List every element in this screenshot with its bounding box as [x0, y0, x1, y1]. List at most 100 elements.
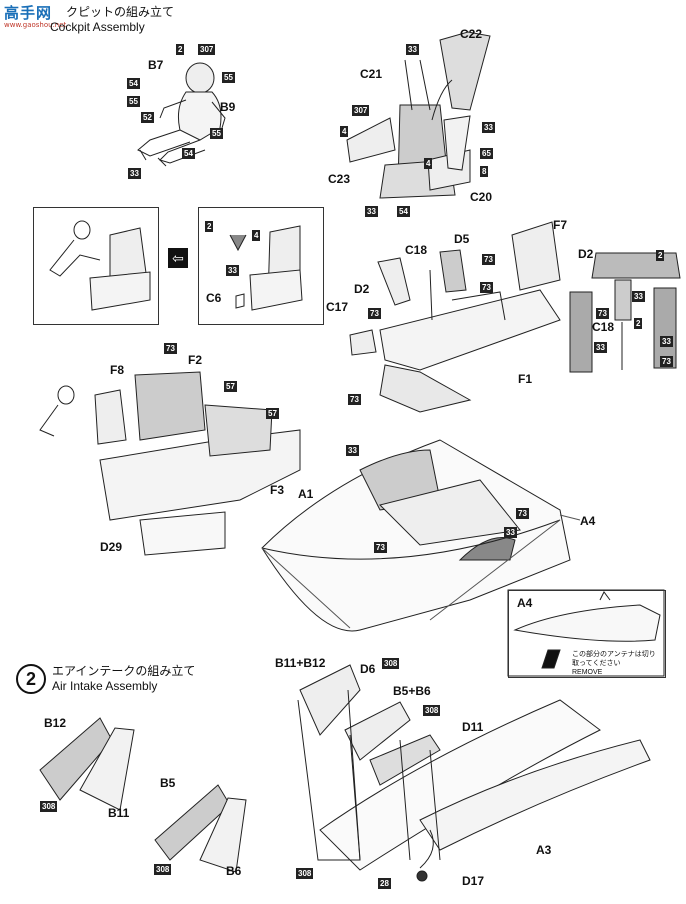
- a4-remove-label: REMOVE: [572, 669, 603, 676]
- paint-tag: 28: [378, 878, 391, 889]
- part-label: A4: [517, 596, 533, 610]
- paint-tag: 52: [141, 112, 154, 123]
- step1-title-jp: クピットの組み立て: [66, 5, 175, 19]
- paint-tag: 308: [40, 801, 58, 812]
- paint-tag: 4: [252, 230, 261, 241]
- part-label: F1: [518, 372, 533, 386]
- part-label: C23: [328, 172, 351, 186]
- paint-tag: 307: [198, 44, 216, 55]
- paint-tag: 33: [346, 445, 359, 456]
- watermark-logo-text: 高手网: [4, 4, 53, 22]
- part-label: D2: [354, 282, 370, 296]
- paint-tag: 33: [504, 527, 517, 538]
- a4-note-text: この部分のアンテナは切り取ってください: [572, 650, 656, 667]
- paint-tag: 54: [127, 78, 140, 89]
- intake-ramps-left: [39, 717, 247, 873]
- paint-tag: 73: [482, 254, 495, 265]
- part-label: C18: [405, 243, 428, 257]
- paint-tag: 2: [634, 318, 643, 329]
- part-label: D11: [462, 720, 484, 734]
- a4-inset-box: [508, 590, 666, 678]
- paint-tag: 4: [424, 158, 433, 169]
- paint-tag: 73: [516, 508, 529, 519]
- paint-tag: 73: [368, 308, 381, 319]
- part-label: F3: [270, 483, 285, 497]
- paint-tag: 54: [182, 148, 195, 159]
- part-label: B12: [44, 716, 67, 730]
- paint-tag: 308: [154, 864, 172, 875]
- paint-tag: 8: [480, 166, 489, 177]
- paint-tag: 308: [382, 658, 400, 669]
- part-label: C21: [360, 67, 383, 81]
- step2-number: 2: [16, 664, 46, 694]
- part-label: B5+B6: [393, 684, 431, 698]
- part-label: B5: [160, 776, 176, 790]
- part-label: D17: [462, 874, 485, 888]
- paint-tag: 73: [480, 282, 493, 293]
- paint-tag: 308: [423, 705, 441, 716]
- paint-tag: 33: [406, 44, 419, 55]
- view-box-left: [33, 207, 159, 325]
- view-box-right: [198, 207, 324, 325]
- paint-tag: 33: [128, 168, 141, 179]
- part-label: D5: [454, 232, 470, 246]
- intake-assembly: [297, 664, 651, 882]
- part-label: D6: [360, 662, 376, 676]
- a4-remove-note: この部分のアンテナは切り取ってください REMOVE: [572, 650, 658, 677]
- watermark-url: www.gaoshou.net: [4, 21, 67, 29]
- paint-tag: 33: [632, 291, 645, 302]
- paint-tag: 73: [660, 356, 673, 367]
- step2-title-en: Air Intake Assembly: [52, 679, 158, 693]
- part-label: F8: [110, 363, 125, 377]
- watermark-logo: 高手网 www.gaoshou.net: [4, 2, 66, 29]
- paint-tag: 54: [397, 206, 410, 217]
- paint-tag: 55: [222, 72, 235, 83]
- step2-title-jp: エアインテークの組み立て: [52, 664, 196, 678]
- a4-antenna-detail: [513, 591, 661, 669]
- paint-tag: 2: [176, 44, 185, 55]
- part-label: B11: [108, 806, 130, 820]
- paint-tag: 55: [210, 128, 223, 139]
- part-label: B11+B12: [275, 656, 326, 670]
- paint-tag: 33: [660, 336, 673, 347]
- paint-tag: 2: [205, 221, 214, 232]
- paint-tag: 33: [594, 342, 607, 353]
- ejection-seat-exploded: [346, 31, 491, 199]
- paint-tag: 33: [365, 206, 378, 217]
- paint-tag: 73: [164, 343, 177, 354]
- paint-tag: 307: [352, 105, 370, 116]
- paint-tag: 308: [296, 868, 314, 879]
- part-label: B9: [220, 100, 236, 114]
- instrument-panels: [569, 252, 681, 373]
- part-label: C18: [592, 320, 615, 334]
- paint-tag: 57: [266, 408, 279, 419]
- paint-tag: 73: [596, 308, 609, 319]
- paint-tag: 73: [374, 542, 387, 553]
- paint-tag: 4: [340, 126, 349, 137]
- paint-tag: 33: [226, 265, 239, 276]
- part-label: D2: [578, 247, 594, 261]
- part-label: C20: [470, 190, 493, 204]
- part-label: F7: [553, 218, 568, 232]
- front-fuselage: [261, 439, 571, 632]
- cockpit-assembly-left: [39, 371, 301, 556]
- paint-tag: 57: [224, 381, 237, 392]
- part-label: C17: [326, 300, 349, 314]
- part-label: C22: [460, 27, 483, 41]
- part-label: A1: [298, 487, 314, 501]
- paint-tag: 33: [482, 122, 495, 133]
- part-label: F2: [188, 353, 203, 367]
- part-label: C6: [206, 291, 222, 305]
- cockpit-tub: [349, 221, 561, 413]
- paint-tag: 65: [480, 148, 493, 159]
- part-label: B7: [148, 58, 164, 72]
- paint-tag: 55: [127, 96, 140, 107]
- seat-views: [49, 220, 303, 311]
- paint-tag: 2: [656, 250, 665, 261]
- arrow-icon: ⇦: [168, 248, 188, 268]
- part-label: B6: [226, 864, 242, 878]
- paint-tag: 73: [348, 394, 361, 405]
- part-label: A3: [536, 843, 552, 857]
